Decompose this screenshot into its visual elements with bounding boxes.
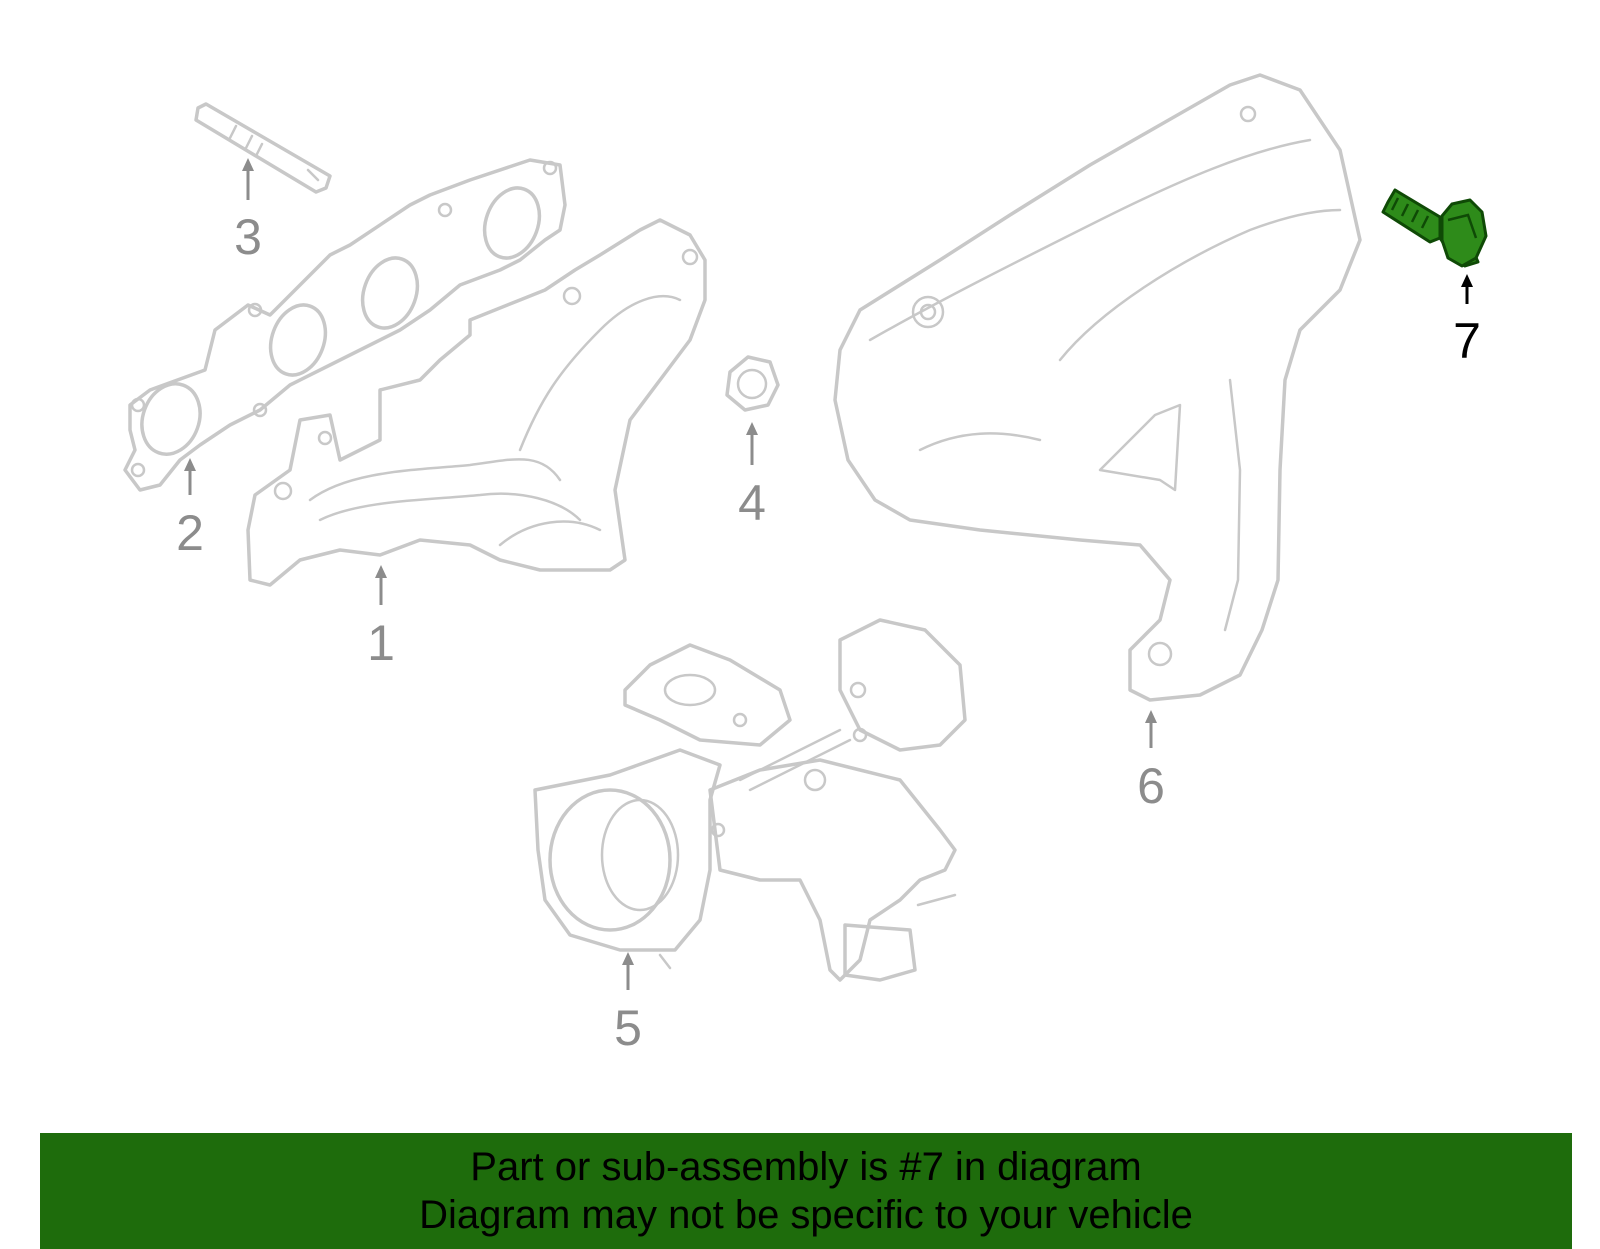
- arrow-2: [184, 458, 196, 495]
- arrow-1: [375, 565, 387, 605]
- callout-labels: 1 2 3 4 5 6 7: [176, 209, 1481, 1056]
- exhaust-manifold-part-1[interactable]: [246, 218, 707, 587]
- info-banner: Part or sub-assembly is #7 in diagram Di…: [40, 1133, 1572, 1249]
- callout-arrows: [184, 158, 1473, 990]
- arrow-6: [1145, 710, 1157, 748]
- heat-shield-part-6[interactable]: [833, 73, 1362, 702]
- arrow-7: [1461, 274, 1473, 304]
- callout-7[interactable]: 7: [1453, 313, 1481, 369]
- stud-part-3[interactable]: [194, 102, 332, 194]
- arrow-3: [242, 158, 254, 200]
- banner-line-1: Part or sub-assembly is #7 in diagram: [470, 1145, 1142, 1189]
- callout-5[interactable]: 5: [614, 1000, 642, 1056]
- callout-1[interactable]: 1: [367, 615, 395, 671]
- banner-line-2: Diagram may not be specific to your vehi…: [419, 1193, 1193, 1237]
- bolt-part-7[interactable]: [1381, 188, 1488, 268]
- gasket-part-2[interactable]: [123, 158, 567, 492]
- callout-6[interactable]: 6: [1137, 758, 1165, 814]
- nut-part-4[interactable]: [725, 355, 780, 412]
- arrow-5: [622, 952, 634, 990]
- arrow-4: [746, 422, 758, 465]
- callout-2[interactable]: 2: [176, 505, 204, 561]
- callout-3[interactable]: 3: [234, 209, 262, 265]
- callout-4[interactable]: 4: [738, 475, 766, 531]
- turbocharger-part-5[interactable]: [533, 618, 967, 982]
